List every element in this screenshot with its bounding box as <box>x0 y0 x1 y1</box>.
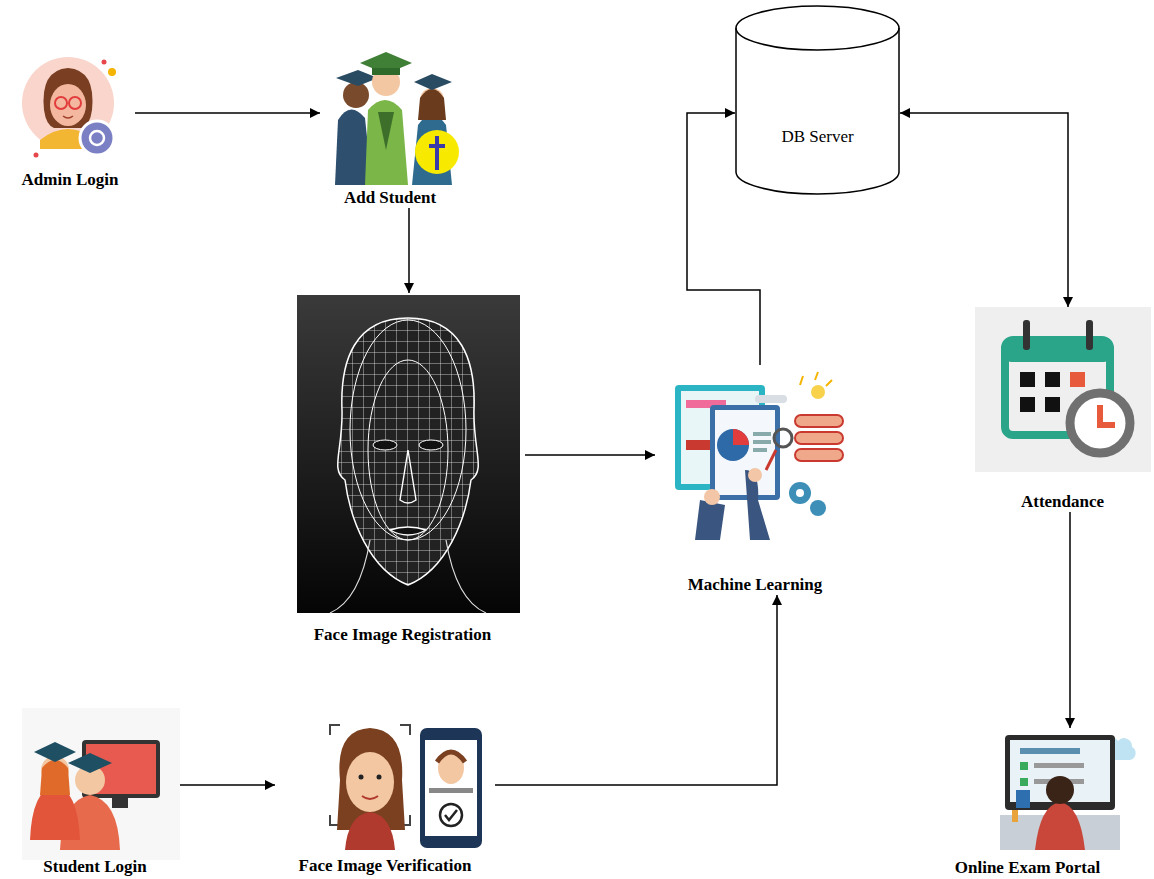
database-cylinder: DB Server <box>735 5 900 195</box>
flow-arrow <box>180 784 275 786</box>
analytics-icon <box>675 372 843 540</box>
portal-node: Online Exam Portal <box>915 728 1140 878</box>
calendar-icon <box>975 307 1151 472</box>
flow-arrow <box>900 113 1068 307</box>
admin-icon <box>22 57 116 158</box>
process-node: Face Image Registration <box>280 293 525 645</box>
flow-arrow <box>1069 512 1071 728</box>
wireframe-face <box>297 295 520 613</box>
cylinder-outline <box>735 5 900 195</box>
process-node: Add Student <box>320 38 460 208</box>
flow-arrow <box>495 595 777 785</box>
node-label: Admin Login <box>22 170 119 190</box>
database-label: DB Server <box>781 127 853 147</box>
node-label: Add Student <box>344 188 436 208</box>
flow-arrow <box>408 208 410 293</box>
node-label: Attendance <box>1021 492 1104 512</box>
flow-arrow <box>135 112 320 114</box>
node-label: Face Image Verification <box>299 856 472 876</box>
exam-icon <box>1000 735 1136 850</box>
student-icon <box>22 708 180 860</box>
login-node: Student Login <box>10 705 180 877</box>
graduates-icon <box>335 52 459 185</box>
flow-arrow <box>525 454 655 456</box>
process-node: Attendance <box>975 307 1150 512</box>
login-node: Admin Login <box>5 50 135 190</box>
cylinder-body <box>736 6 899 194</box>
node-label: Student Login <box>43 857 146 877</box>
process-node: Face Image Verification <box>275 718 495 876</box>
node-label: Face Image Registration <box>314 625 492 645</box>
verification-icon <box>330 725 482 850</box>
node-label: Machine Learning <box>688 575 823 595</box>
cylinder-rim <box>736 28 899 50</box>
node-label: Online Exam Portal <box>955 858 1100 878</box>
process-node: Machine Learning <box>655 365 855 595</box>
